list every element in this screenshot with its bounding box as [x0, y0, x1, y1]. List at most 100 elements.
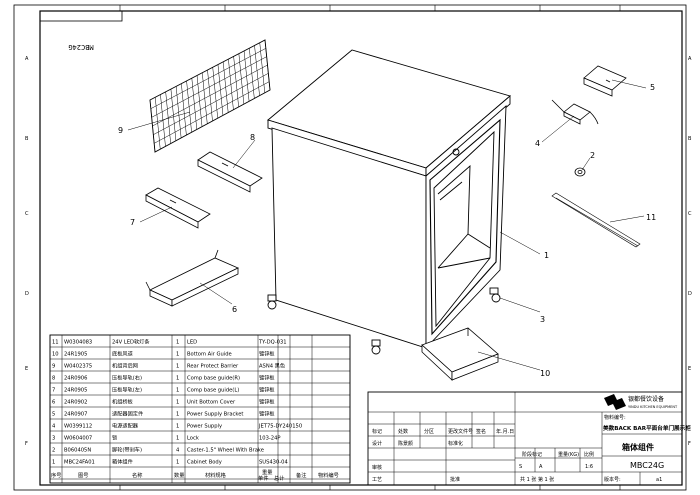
bom-cell-english: Comp base guide(L) [187, 388, 239, 394]
bom-cell-spec: 镀锌板 [259, 350, 275, 358]
callout-4: 4 [535, 139, 540, 148]
callout-10: 10 [540, 369, 550, 378]
bom-cell-spec: 镀锌板 [259, 374, 275, 382]
bom-cell-spec: 103-24P [259, 436, 281, 442]
bom-cell-code: 24R0907 [64, 412, 87, 418]
stage-mark-label: 阶段标记 [522, 451, 542, 458]
bom-header: 材料规格 [205, 471, 227, 479]
drawing-number-stamp-box [39, 10, 123, 22]
bom-cell-name: 脚轮(带刹车) [112, 446, 142, 454]
bom-cell-name: 机组桥板 [112, 398, 134, 406]
approve-label: 批准 [450, 476, 460, 483]
bom-cell-code: W0604007 [64, 436, 92, 442]
bom-cell-no: 3 [52, 436, 55, 442]
bom-cell-english: Power Supply Bracket [187, 412, 243, 418]
bom-cell-spec: TY-DQ-031 [258, 340, 287, 346]
comp-base-guide-right-drawing [197, 151, 263, 193]
bom-cell-spec: 镀锌板 [259, 386, 275, 394]
bom-cell-no: 5 [52, 412, 55, 418]
comp-base-guide-left-drawing [145, 187, 211, 229]
bom-cell-english: Caster-1.5" Wheel With Brake [187, 448, 264, 454]
zone-letter-right: B [688, 136, 692, 142]
zone-letter-right: D [688, 291, 692, 297]
scale-value: 1:6 [585, 464, 593, 470]
callout-2: 2 [590, 151, 595, 160]
bom-header: 序号 [51, 471, 61, 479]
bom-header: 备注 [296, 471, 306, 479]
bom-cell-name: 电源适配器 [112, 422, 139, 430]
callout-1: 1 [544, 251, 549, 260]
bom-cell-name: 压板导轨(左) [112, 386, 142, 394]
bottom-air-guide-drawing [421, 327, 499, 381]
bom-cell-qty: 1 [176, 388, 179, 394]
unit-bottom-cover-drawing [145, 249, 239, 307]
rev-label: 签名 [476, 428, 486, 435]
bom-cell-name: 机组背后网 [112, 362, 138, 370]
company-name: 银都餐饮设备 [628, 395, 664, 403]
sheet-count: 共 1 张 第 1 张 [520, 476, 554, 483]
bom-cell-code: 24R0906 [64, 376, 87, 382]
version-value: a1 [656, 477, 662, 483]
bom-cell-spec: 镀锌板 [259, 410, 275, 418]
stage-s: S [519, 464, 522, 470]
bom-cell-qty: 1 [176, 352, 179, 358]
bom-cell-qty: 1 [176, 424, 179, 430]
bom-cell-english: LED [187, 340, 197, 346]
zone-letter-left: B [25, 136, 29, 142]
bom-cell-english: Power Supply [187, 424, 222, 430]
bom-cell-code: 24R1905 [64, 352, 87, 358]
bom-cell-no: 10 [52, 352, 59, 358]
callout-11: 11 [646, 213, 656, 222]
bom-cell-qty: 1 [176, 460, 179, 466]
company-logo [604, 394, 626, 410]
bom-header: 图号 [78, 472, 88, 479]
bom-cell-no: 7 [52, 388, 55, 394]
bom-cell-name: 箱体组件 [112, 458, 133, 466]
bom-cell-qty: 1 [176, 400, 179, 406]
bom-cell-name: 锁 [112, 434, 117, 442]
mesh-bar [152, 64, 268, 127]
review-label: 审核 [372, 464, 382, 471]
company-name-en: YINDU KITCHEN EQUIPMENT [628, 405, 678, 409]
callout-5: 5 [650, 83, 655, 92]
bom-cell-name: 底板风道 [112, 350, 133, 358]
rev-label: 标记 [372, 428, 382, 435]
bom-cell-code: 24R0902 [64, 400, 87, 406]
bom-cell-english: Rear Protect Barrier [187, 364, 239, 370]
version-label: 版本号: [604, 476, 621, 483]
bom-cell-code: MBC24FA01 [64, 460, 95, 466]
bom-header: 重量 [262, 468, 272, 476]
rev-label: 处数 [398, 428, 408, 435]
zone-letter-right: C [688, 211, 692, 217]
bom-header: 数量 [174, 471, 184, 479]
bom-cell-code: B060405N [64, 448, 91, 454]
zone-letter-right: E [688, 366, 691, 372]
bom-cell-name: 24V LED软灯条 [112, 338, 150, 346]
zone-letter-right: A [688, 56, 692, 62]
callout-6: 6 [232, 305, 237, 314]
bom-cell-spec: ASN4 黑色 [259, 362, 285, 370]
mesh-bar [153, 73, 269, 135]
bom-cell-no: 11 [52, 340, 59, 346]
drawing-number: MBC24G [630, 461, 664, 470]
mesh-bar [154, 81, 270, 144]
outer-frame [13, 4, 687, 491]
bom-cell-qty: 1 [176, 376, 179, 382]
stage-a: A [539, 464, 543, 470]
bom-cell-code: W0304083 [64, 340, 92, 346]
drawing-subtitle: 箱体组件 [622, 442, 654, 452]
mesh-bar [151, 56, 267, 118]
bom-cell-qty: 4 [176, 448, 180, 454]
zone-letter-left: F [25, 441, 28, 447]
bom-cell-code: 24R0905 [64, 388, 87, 394]
rear-protect-barrier-drawing [149, 39, 271, 153]
mesh-bar [150, 48, 266, 109]
bom-cell-qty: 1 [176, 340, 179, 346]
process-label: 工艺 [372, 477, 382, 483]
power-supply-bracket-drawing [583, 65, 627, 97]
bom-header: 总计 [274, 474, 284, 482]
rev-label: 年.月.日 [496, 428, 514, 435]
bom-cell-english: Lock [187, 436, 199, 442]
caster-wheel-drawing [267, 287, 501, 355]
